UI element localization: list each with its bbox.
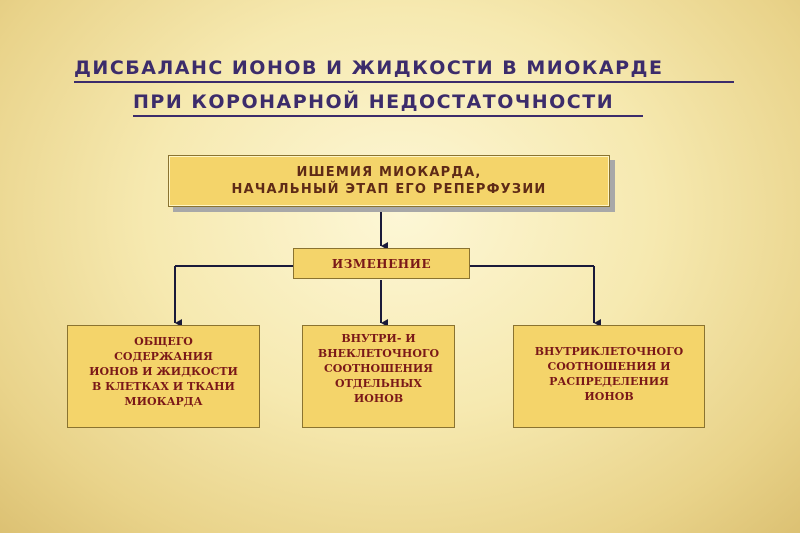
box-line: ОБЩЕГО (134, 335, 193, 348)
box-line: ВНУТРИ- И (341, 332, 416, 345)
box-line: ОТДЕЛЬНЫХ (335, 377, 422, 390)
box-line: ВНЕКЛЕТОЧНОГО (317, 347, 440, 360)
intra-extra-ratio-box: ВНУТРИ- И ВНЕКЛЕТОЧНОГО СООТНОШЕНИЯ ОТДЕ… (302, 325, 455, 428)
box-line: ВНУТРИКЛЕТОЧНОГО (534, 345, 684, 358)
ischemia-box-line-2: НАЧАЛЬНЫЙ ЭТАП ЕГО РЕПЕРФУЗИИ (231, 182, 547, 197)
intracellular-distribution-box: ВНУТРИКЛЕТОЧНОГО СООТНОШЕНИЯ И РАСПРЕДЕЛ… (513, 325, 705, 428)
box-line: МИОКАРДА (124, 395, 203, 408)
box-line: В КЛЕТКАХ И ТКАНИ (92, 380, 235, 393)
total-content-box: ОБЩЕГО СОДЕРЖАНИЯ ИОНОВ И ЖИДКОСТИ В КЛЕ… (67, 325, 260, 428)
box-line: СОДЕРЖАНИЯ (114, 350, 213, 363)
box-line: ИОНОВ (584, 390, 634, 403)
box-line: СООТНОШЕНИЯ И (547, 360, 671, 373)
title-line-1: ДИСБАЛАНС ИОНОВ И ЖИДКОСТИ В МИОКАРДЕ (74, 55, 734, 83)
box-line: ИОНОВ И ЖИДКОСТИ (89, 365, 238, 378)
box-line: СООТНОШЕНИЯ (324, 362, 433, 375)
title-line-2: ПРИ КОРОНАРНОЙ НЕДОСТАТОЧНОСТИ (133, 89, 643, 117)
change-box: ИЗМЕНЕНИЕ (293, 248, 470, 279)
box-line: РАСПРЕДЕЛЕНИЯ (549, 375, 669, 388)
ischemia-box: ИШЕМИЯ МИОКАРДА, НАЧАЛЬНЫЙ ЭТАП ЕГО РЕПЕ… (168, 155, 610, 207)
ischemia-box-line-1: ИШЕМИЯ МИОКАРДА, (296, 165, 482, 180)
box-line: ИОНОВ (353, 392, 404, 405)
